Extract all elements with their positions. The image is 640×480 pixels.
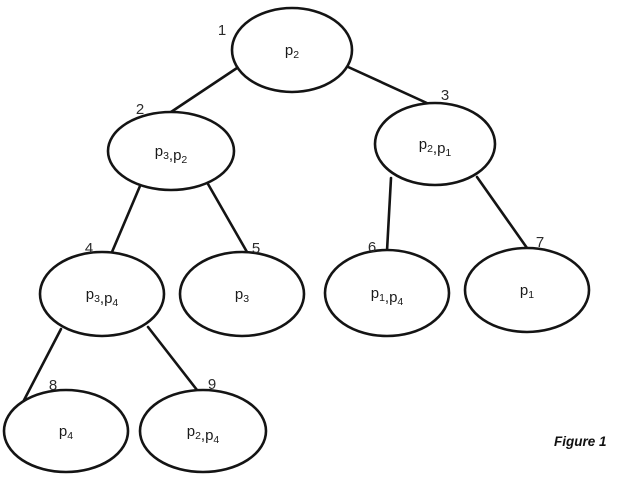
tree-node[interactable]: p1,p4	[323, 248, 451, 338]
node-ellipse[interactable]	[463, 246, 591, 334]
node-number: 7	[536, 234, 544, 251]
edges-layer	[20, 62, 529, 406]
tree-edge	[169, 62, 245, 114]
node-label: p3,p2	[155, 143, 188, 166]
node-number: 8	[49, 377, 57, 394]
tree-node[interactable]: p4	[2, 388, 130, 474]
node-label: p2,p1	[419, 136, 452, 159]
node-numbers-layer: 1 2 3 4 5 6 7 8 9	[49, 22, 544, 394]
node-ellipse[interactable]	[323, 248, 451, 338]
node-number: 9	[208, 376, 216, 393]
tree-node[interactable]: p3,p2	[106, 110, 236, 192]
nodes-layer: p2 p3,p2 p2,p1 p3,p4 p3 p1,p4 p1 p4 p2,p4	[2, 6, 591, 474]
node-ellipse[interactable]	[230, 6, 354, 94]
node-number: 5	[252, 240, 260, 257]
node-number: 3	[441, 87, 449, 104]
node-ellipse[interactable]	[38, 250, 166, 338]
node-ellipse[interactable]	[373, 101, 497, 187]
node-number: 6	[368, 239, 376, 256]
node-ellipse[interactable]	[2, 388, 130, 474]
node-label: p1,p4	[371, 285, 404, 308]
tree-edge	[206, 182, 249, 254]
tree-node[interactable]: p2	[230, 6, 354, 94]
node-number: 2	[136, 101, 144, 118]
node-label: p3	[235, 286, 249, 305]
node-number: 1	[218, 22, 226, 39]
node-ellipse[interactable]	[106, 110, 236, 192]
node-ellipse[interactable]	[178, 250, 306, 338]
tree-node[interactable]: p3,p4	[38, 250, 166, 338]
tree-edge	[475, 175, 529, 250]
node-label: p4	[59, 423, 73, 442]
node-label: p3,p4	[86, 286, 119, 309]
node-ellipse[interactable]	[138, 388, 268, 474]
tree-node[interactable]: p2,p4	[138, 388, 268, 474]
tree-edge	[385, 176, 393, 253]
node-number: 4	[85, 240, 93, 257]
tree-node[interactable]: p2,p1	[373, 101, 497, 187]
tree-node[interactable]: p3	[178, 250, 306, 338]
tree-node[interactable]: p1	[463, 246, 591, 334]
tree-edge	[20, 327, 63, 406]
tree-edge	[146, 325, 199, 392]
node-label: p2	[285, 42, 299, 61]
node-label: p1	[520, 282, 534, 301]
tree-edge	[344, 64, 431, 106]
node-label: p2,p4	[187, 423, 220, 446]
tree-edge	[110, 184, 142, 254]
figure-caption: Figure 1	[554, 434, 607, 449]
